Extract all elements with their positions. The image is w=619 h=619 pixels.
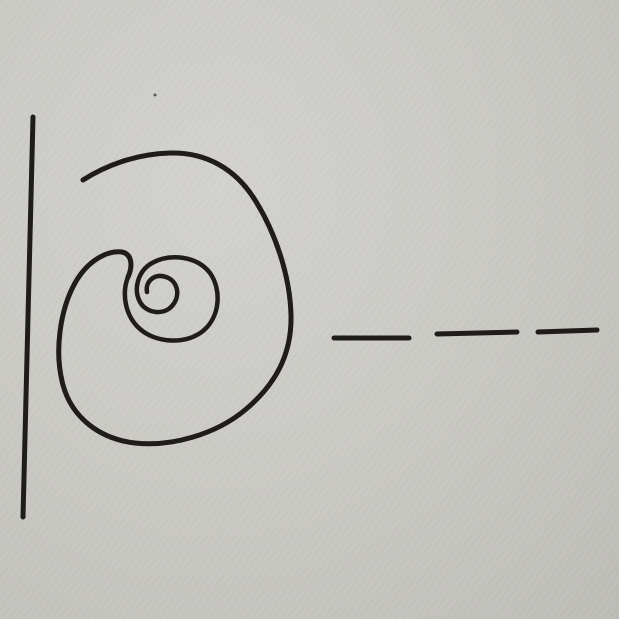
dash-3	[535, 327, 600, 335]
spiral-middle	[122, 255, 220, 343]
spiral-outer	[56, 150, 294, 447]
paper-speck	[153, 93, 157, 97]
dash-2	[434, 329, 520, 337]
vertical-line	[20, 114, 36, 520]
